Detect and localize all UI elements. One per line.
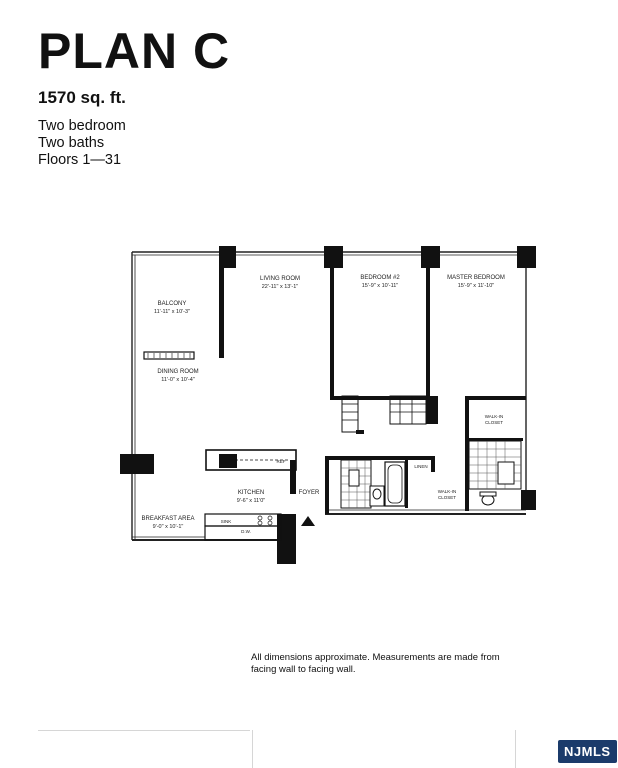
disclaimer-line1: All dimensions approximate. Measurements… (251, 652, 500, 663)
walk-in-closet-2-line1: WALK-IN (438, 489, 457, 494)
dw-label: D.W. (241, 529, 251, 534)
bedroom2-label: BEDROOM #2 (360, 275, 400, 281)
dining-room-dims: 11'-0" x 10'-4" (161, 377, 194, 383)
sink-label: SINK (221, 519, 232, 524)
kitchen-dims: 9'-6" x 11'0" (237, 498, 266, 504)
disclaimer-line2: facing wall to facing wall. (251, 664, 356, 675)
feature-bedrooms: Two bedroom (38, 118, 126, 134)
master-bedroom-label: MASTER BEDROOM (447, 275, 505, 281)
bottom-divider-right (515, 730, 516, 768)
kitchen-label: KITCHEN (238, 490, 264, 496)
bathroom-1 (340, 459, 408, 509)
feature-floors: Floors 1—31 (38, 152, 122, 168)
bedroom2-dims: 15'-9" x 10'-11" (362, 283, 399, 289)
dining-room-label: DINING ROOM (157, 369, 198, 375)
balcony-label: BALCONY (158, 301, 187, 307)
entry-arrow (301, 516, 315, 526)
bathroom-2 (468, 440, 522, 506)
breakfast-area-label: BREAKFAST AREA (142, 516, 195, 522)
walk-in-closet-1-line2: CLOSET (485, 420, 503, 425)
room-labels: BALCONY 11'-11" x 10'-3" LIVING ROOM 22'… (142, 275, 505, 534)
interior-walls (143, 266, 526, 541)
feature-baths: Two baths (38, 135, 105, 151)
foyer-label: FOYER (299, 490, 320, 496)
area-label: 1570 sq. ft. (38, 88, 126, 107)
columns (120, 246, 536, 564)
bottom-divider-mid (252, 730, 253, 768)
living-room-label: LIVING ROOM (260, 276, 300, 282)
ref-label: REF (277, 459, 286, 464)
linen-label: LINEN (414, 464, 427, 469)
living-room-dims: 22'-11" x 13'-1" (262, 284, 299, 290)
walk-in-closet-2-line2: CLOSET (438, 495, 456, 500)
breakfast-area-dims: 9'-0" x 10'-1" (153, 524, 184, 530)
bottom-divider-left (38, 730, 250, 731)
njmls-logo: NJMLS (558, 740, 617, 763)
plan-title: PLAN C (38, 23, 231, 79)
master-bedroom-dims: 15'-9" x 11'-10" (458, 283, 495, 289)
balcony-dims: 11'-11" x 10'-3" (154, 309, 190, 315)
walk-in-closet-1-line1: WALK-IN (485, 414, 504, 419)
